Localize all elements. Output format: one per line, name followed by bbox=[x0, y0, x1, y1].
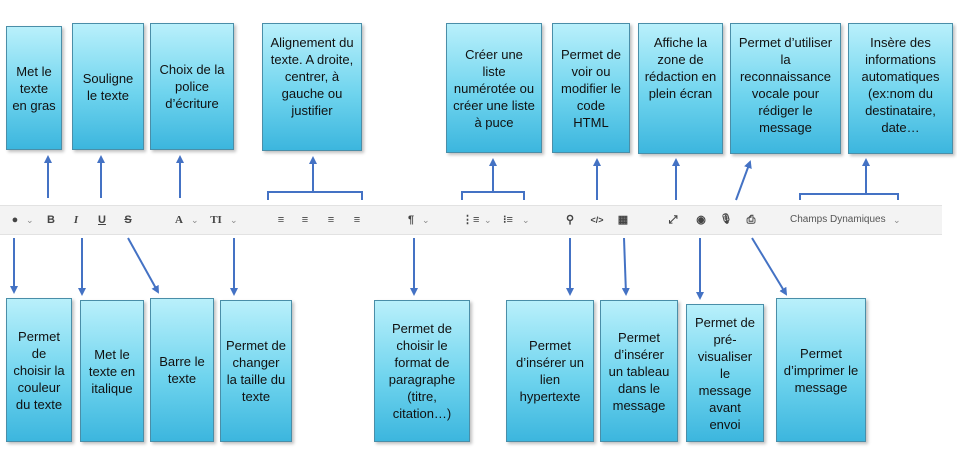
note-bold-text: Met le texte en gras bbox=[12, 63, 56, 113]
fullscreen-icon[interactable]: ⤢ bbox=[668, 214, 678, 226]
note-table-text: Permet d’insérer un tableau dans le mess… bbox=[608, 329, 670, 413]
underline-button[interactable]: U bbox=[98, 214, 106, 226]
note-alignment: Alignement du texte. A droite, centrer, … bbox=[262, 23, 362, 151]
note-text-color: Permet de choisir la couleur du texte bbox=[6, 298, 72, 442]
note-html: Permet de voir ou modifier le code HTML bbox=[552, 23, 630, 153]
note-bold: Met le texte en gras bbox=[6, 26, 62, 150]
bracket-dynamic-fields bbox=[799, 193, 899, 200]
note-list: Créer une liste numérotée ou créer une l… bbox=[446, 23, 542, 153]
font-chevron-icon[interactable]: ⌄ bbox=[191, 215, 199, 225]
note-html-text: Permet de voir ou modifier le code HTML bbox=[561, 46, 621, 130]
note-strike-text: Barre le texte bbox=[159, 354, 205, 386]
note-italic-text: Met le texte en italique bbox=[88, 346, 136, 396]
arrow-voice bbox=[735, 160, 752, 201]
arrow-strike bbox=[127, 237, 159, 294]
note-voice: Permet d’utiliser la reconnaissance voca… bbox=[730, 23, 841, 154]
print-icon[interactable]: ⎙ bbox=[746, 214, 756, 226]
code-view-icon[interactable]: </> bbox=[590, 215, 604, 225]
font-size-button[interactable]: TI bbox=[210, 214, 222, 226]
bracket-list bbox=[461, 191, 525, 200]
font-button[interactable]: A bbox=[175, 214, 183, 226]
note-link: Permet d’insérer un lien hypertexte bbox=[506, 300, 594, 442]
ordered-list-button[interactable]: ⋮≡ bbox=[462, 214, 480, 226]
link-icon[interactable]: ⚲ bbox=[565, 214, 575, 226]
dynamic-fields-chevron-icon[interactable]: ⌄ bbox=[893, 215, 901, 225]
note-underline: Souligne le texte bbox=[72, 23, 144, 150]
paragraph-button[interactable]: ¶ bbox=[407, 214, 415, 226]
note-alignment-text: Alignement du texte. A droite, centrer, … bbox=[270, 35, 354, 118]
note-list-text: Créer une liste numérotée ou créer une l… bbox=[453, 46, 535, 130]
note-font-size-text: Permet de changer la taille du texte bbox=[226, 338, 286, 404]
arrow-table bbox=[621, 237, 630, 296]
editor-toolbar: ● ⌄ B I U S A ⌄ TI ⌄ ≡ ≡ ≡ ≡ ¶ ⌄ ⋮≡ ⌄ ⁝≡… bbox=[0, 205, 942, 235]
bold-button[interactable]: B bbox=[47, 214, 55, 226]
bullet-list-chevron-icon[interactable]: ⌄ bbox=[522, 215, 530, 225]
note-auto-info-text: Insère des informations automatiques (ex… bbox=[861, 35, 940, 135]
microphone-icon[interactable]: 🎙 bbox=[719, 214, 733, 225]
arrow-print bbox=[751, 237, 788, 296]
align-left-button[interactable]: ≡ bbox=[277, 214, 285, 226]
note-print-text: Permet d’imprimer le message bbox=[783, 345, 859, 395]
text-color-chevron-icon[interactable]: ⌄ bbox=[26, 215, 34, 225]
note-voice-text: Permet d’utiliser la reconnaissance voca… bbox=[738, 35, 833, 135]
bracket-alignment bbox=[267, 191, 363, 200]
note-auto-info: Insère des informations automatiques (ex… bbox=[848, 23, 953, 154]
note-italic: Met le texte en italique bbox=[80, 300, 144, 442]
bullet-list-button[interactable]: ⁝≡ bbox=[503, 214, 513, 226]
note-underline-text: Souligne le texte bbox=[82, 70, 134, 103]
note-link-text: Permet d’insérer un lien hypertexte bbox=[516, 338, 584, 404]
font-size-chevron-icon[interactable]: ⌄ bbox=[230, 215, 238, 225]
note-font-text: Choix de la police d’écriture bbox=[159, 62, 225, 111]
paragraph-chevron-icon[interactable]: ⌄ bbox=[422, 215, 430, 225]
italic-button[interactable]: I bbox=[73, 214, 79, 226]
note-fullscreen-text: Affiche la zone de rédaction en plein éc… bbox=[644, 35, 717, 101]
align-right-button[interactable]: ≡ bbox=[327, 214, 335, 226]
justify-button[interactable]: ≡ bbox=[353, 214, 361, 226]
align-center-button[interactable]: ≡ bbox=[301, 214, 309, 226]
note-font: Choix de la police d’écriture bbox=[150, 23, 234, 150]
note-preview: Permet de pré-visualiser le message avan… bbox=[686, 304, 764, 442]
note-strike: Barre le texte bbox=[150, 298, 214, 442]
note-font-size: Permet de changer la taille du texte bbox=[220, 300, 292, 442]
note-paragraph-text: Permet de choisir le format de paragraph… bbox=[388, 321, 456, 421]
preview-icon[interactable]: ◉ bbox=[696, 214, 706, 226]
ordered-list-chevron-icon[interactable]: ⌄ bbox=[484, 215, 492, 225]
note-print: Permet d’imprimer le message bbox=[776, 298, 866, 442]
note-paragraph: Permet de choisir le format de paragraph… bbox=[374, 300, 470, 442]
note-preview-text: Permet de pré-visualiser le message avan… bbox=[695, 314, 755, 432]
table-icon[interactable]: ▦ bbox=[617, 214, 629, 226]
note-text-color-text: Permet de choisir la couleur du texte bbox=[13, 328, 65, 412]
note-table: Permet d’insérer un tableau dans le mess… bbox=[600, 300, 678, 442]
text-color-icon[interactable]: ● bbox=[11, 214, 19, 226]
note-fullscreen: Affiche la zone de rédaction en plein éc… bbox=[638, 23, 723, 154]
dynamic-fields-dropdown[interactable]: Champs Dynamiques bbox=[790, 214, 886, 225]
strikethrough-button[interactable]: S bbox=[124, 214, 132, 226]
